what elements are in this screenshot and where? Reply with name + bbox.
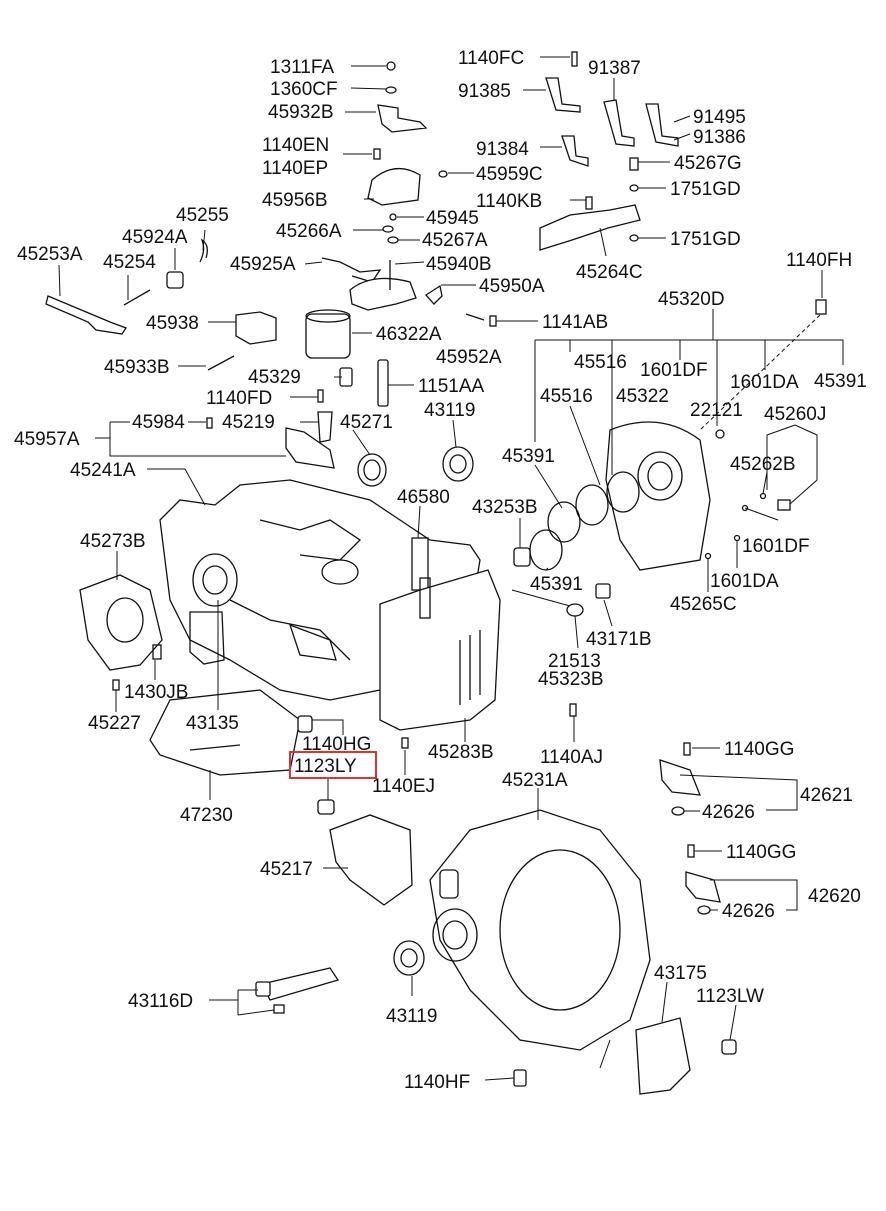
label-45945: 45945 [426,208,479,229]
label-1601DF-top: 1601DF [640,360,708,381]
label-43253B: 43253B [472,497,538,518]
label-46322A: 46322A [376,324,442,345]
label-45323B: 45323B [538,669,604,690]
top-left-parts [45,61,485,487]
label-1601DA-low: 1601DA [710,571,779,592]
label-45940B: 45940B [426,254,492,275]
top-right-parts [489,51,827,617]
label-1751GD-bottom: 1751GD [670,229,741,250]
label-45265C: 45265C [670,594,737,615]
label-47230: 47230 [180,805,233,826]
label-45391-low: 45391 [530,574,583,595]
label-45984: 45984 [132,412,185,433]
label-43175: 43175 [654,963,707,984]
label-45227: 45227 [88,713,141,734]
part-labels: 1311FA 1360CF 45932B 1140EN 1140EP 45959… [14,48,867,1093]
label-45956B: 45956B [262,190,328,211]
label-45320D: 45320D [658,289,725,310]
label-42626-bottom: 42626 [722,901,775,922]
label-45231A: 45231A [502,770,568,791]
label-1140EJ: 1140EJ [372,776,435,797]
label-45283B: 45283B [428,742,494,763]
label-91387: 91387 [588,58,641,79]
label-43116D: 43116D [128,991,193,1012]
label-21513: 21513 [548,651,601,672]
label-45253A: 45253A [17,244,83,265]
label-1140HG: 1140HG [302,734,371,755]
label-45241A: 45241A [70,460,136,481]
label-43119-top: 43119 [424,400,475,421]
label-43135: 43135 [186,713,239,734]
label-42620: 42620 [808,886,861,907]
label-1140GG-top: 1140GG [724,739,794,760]
label-1123LW: 1123LW [696,986,764,1007]
label-45957A: 45957A [14,429,80,450]
label-45932B: 45932B [268,102,334,123]
label-42621: 42621 [800,785,853,806]
label-91386: 91386 [693,127,746,148]
label-45950A: 45950A [479,276,545,297]
label-45938: 45938 [146,313,199,334]
label-45254: 45254 [103,252,156,273]
label-45924A: 45924A [122,227,188,248]
label-91384: 91384 [476,139,529,160]
left-parts [79,574,409,776]
label-42626-top: 42626 [702,802,755,823]
label-45255: 45255 [176,205,229,226]
label-1601DA-top: 1601DA [730,372,799,393]
label-1311FA: 1311FA [270,57,334,78]
label-91385: 91385 [458,81,511,102]
lower-parts [255,703,737,1095]
label-1140EN: 1140EN [262,135,329,156]
label-91495: 91495 [693,107,746,128]
label-45267G: 45267G [674,153,742,174]
label-22121: 22121 [690,400,743,421]
label-1151AA: 1151AA [418,376,485,397]
label-43119-bottom: 43119 [386,1006,437,1027]
highlight-box-1123LY [289,751,377,779]
label-1751GD-top: 1751GD [670,179,741,200]
label-46580: 46580 [397,487,450,508]
label-1140KB: 1140KB [476,191,542,212]
label-45516-mid: 45516 [540,386,593,407]
label-1430JB: 1430JB [124,682,188,703]
label-45329: 45329 [248,367,301,388]
label-1140GG-bottom: 1140GG [726,842,796,863]
label-45267A: 45267A [422,230,488,251]
label-45925A: 45925A [230,254,296,275]
label-1601DF-low: 1601DF [742,536,810,557]
label-45264C: 45264C [576,262,643,283]
label-45217: 45217 [260,859,313,880]
label-45266A: 45266A [276,221,342,242]
label-1140FH: 1140FH [786,250,852,271]
label-45959C: 45959C [476,164,543,185]
label-45260J: 45260J [764,404,826,425]
label-1140HF: 1140HF [404,1072,470,1093]
label-45271: 45271 [340,412,393,433]
label-1140AJ: 1140AJ [540,747,603,768]
label-1141AB: 1141AB [542,312,608,333]
label-45273B: 45273B [80,531,146,552]
label-45952A: 45952A [436,347,502,368]
label-1140EP: 1140EP [262,158,328,179]
label-45322: 45322 [616,386,669,407]
label-45516-top: 45516 [574,352,627,373]
label-45262B: 45262B [730,454,796,475]
label-45391-mid: 45391 [502,446,555,467]
label-43171B: 43171B [586,629,652,650]
transmission-case [159,479,501,731]
label-45933B: 45933B [104,357,170,378]
label-1360CF: 1360CF [270,79,338,100]
label-1123LY: 1123LY [294,756,357,777]
label-45391-right: 45391 [814,371,867,392]
label-1140FC: 1140FC [458,48,524,69]
leader-lines [58,56,844,1081]
label-45219: 45219 [222,412,275,433]
label-1140FD: 1140FD [206,388,272,409]
